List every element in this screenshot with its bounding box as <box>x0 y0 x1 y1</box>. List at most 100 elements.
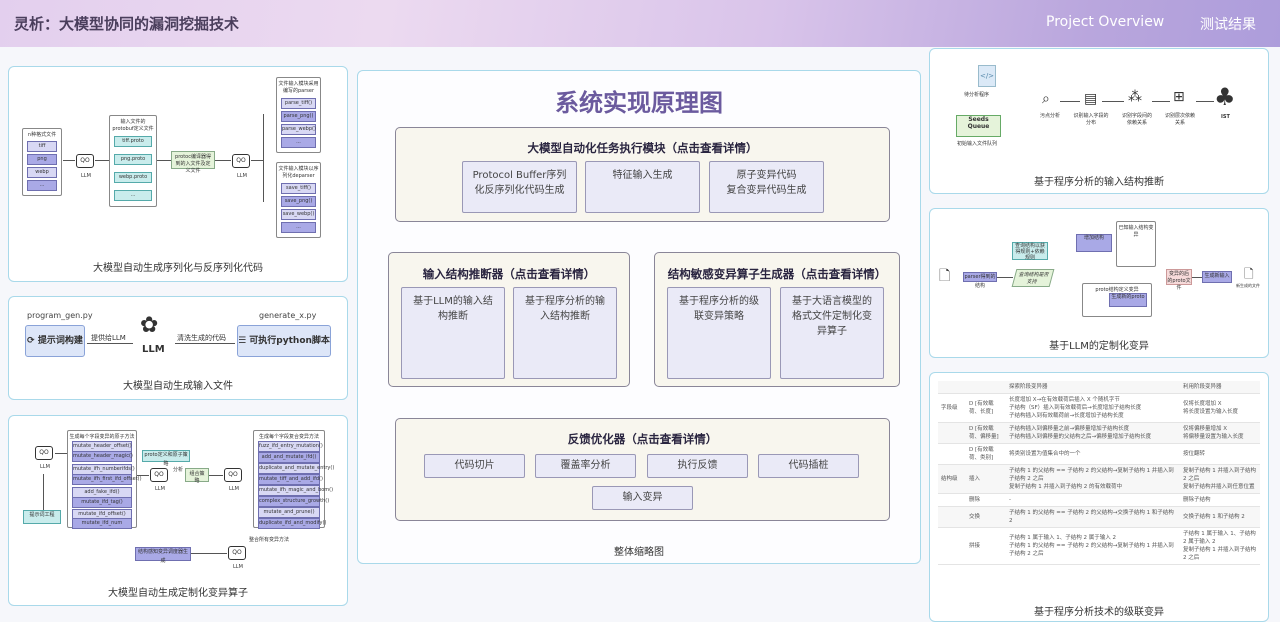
known-structure-group: 已知输入结构变异 <box>1116 221 1156 267</box>
table-row: D [有效载荷、类别]将类别设置为值集合中的一个按位翻转 <box>938 443 1260 465</box>
nav-test-results[interactable]: 测试结果 <box>1200 17 1256 33</box>
prompt-build-box: ⟳ 提示词构建 <box>25 325 85 357</box>
sub-item[interactable]: Protocol Buffer序列化反序列化代码生成 <box>462 161 577 213</box>
sub-item[interactable]: 基于LLM的输入结构推断 <box>401 287 505 379</box>
sub-item[interactable]: 覆盖率分析 <box>535 454 636 478</box>
sub-item[interactable]: 执行反馈 <box>647 454 748 478</box>
sub-item[interactable]: 特征输入生成 <box>585 161 700 213</box>
cell <box>938 381 966 394</box>
box: mutate_ifh_magic_and_bom() <box>258 485 333 496</box>
label: IST <box>1221 114 1230 120</box>
cell: D [有效载荷、长度] <box>966 393 1006 423</box>
label: 识别输入字段的分布 <box>1073 113 1109 126</box>
proto-def-box: proto定义和原子策略 <box>142 450 190 467</box>
box: ... <box>281 222 316 233</box>
cell: 利用阶段变异器 <box>1180 381 1260 394</box>
cell: 拼接 <box>966 527 1006 565</box>
cell: 仅将偏移量增加 X 将偏移量设置为输入长度 <box>1180 422 1260 444</box>
cell: 子结构 1 属于输入 1、子结构 2 属于输入 2 复制子结构 1 并插入到子结… <box>1180 527 1260 565</box>
sub-item[interactable]: 原子变异代码 复合变异代码生成 <box>709 161 824 213</box>
label: proto结构定义变异 <box>1095 287 1139 293</box>
llm-icon: QO <box>35 446 53 460</box>
proto-group: 输入文件的protobuf定义文件 tiff.proto png.proto w… <box>109 115 157 207</box>
proto-mutation-group: proto结构定义变异 生成新的proto <box>1082 283 1152 317</box>
mutator-card[interactable]: QO LLM 提示词工程 生成每个字段变异的原子方法 mutate_header… <box>8 415 348 606</box>
infer-card[interactable]: </> 待分析程序 Seeds Queue 初始输入文件队列 ⌕ 污点分析 ▤ … <box>929 48 1269 194</box>
cell: 复制子结构 1 并插入到子结构 2 之后 复制子结构并插入到任意位置 <box>1180 464 1260 494</box>
module-title: 输入结构推断器（点击查看详情） <box>422 267 596 281</box>
sub-item[interactable]: 代码插桩 <box>758 454 859 478</box>
protoc-box: protoc编译器得到的入文件及定义文件 <box>171 151 215 174</box>
label: 输入文件的protobuf定义文件 <box>112 119 154 132</box>
card-caption: 基于LLM的定制化变异 <box>1049 341 1149 352</box>
label: 新生成的文件 <box>1236 283 1260 288</box>
card-caption: 大模型自动生成定制化变异算子 <box>108 588 248 599</box>
node: 变异的后的proto文件 <box>1166 269 1192 291</box>
box: parse_png() <box>281 111 316 122</box>
llm-mutation-card[interactable]: 🗋 parser得到的结构 查询结构以获得规则+依赖规则 查询结构是否支持 增加… <box>929 208 1269 358</box>
table-header: 探索阶段变异器利用阶段变异器 <box>938 381 1260 394</box>
header: 灵析：大模型协同的漏洞挖掘技术 Project Overview 测试结果 <box>0 0 1280 47</box>
module-feedback-optimizer[interactable]: 反馈优化器（点击查看详情） 代码切片 覆盖率分析 执行反馈 代码插桩 输入变异 <box>395 418 890 521</box>
label: Seeds Queue <box>967 116 990 130</box>
graph-icon: ⁂ <box>1128 89 1142 105</box>
cell: 仅将长度增加 X 将长度设置为输入长度 <box>1180 393 1260 423</box>
atomic-methods-group: 生成每个字段变异的原子方法 mutate_header_offset() mut… <box>67 430 142 529</box>
table-row: 拼接子结构 1 属于输入 1、子结构 2 属于输入 2 子结构 1 的父结构 =… <box>938 527 1260 565</box>
card-caption: 整体缩略图 <box>614 547 664 558</box>
sub-item[interactable]: 基于大语言模型的格式文件定制化变异算子 <box>780 287 884 379</box>
card-caption: 大模型自动生成输入文件 <box>123 381 233 392</box>
cell: 探索阶段变异器 <box>1006 381 1180 394</box>
cell: 字段级 <box>938 393 966 423</box>
serdes-card[interactable]: n种格式文件 tiff png webp ... QO LLM 输入文件的pro… <box>8 66 348 282</box>
box: webp.proto <box>114 172 152 183</box>
nav-project-overview[interactable]: Project Overview <box>1046 14 1165 30</box>
overview-card: 系统实现原理图 大模型自动化任务执行模块（点击查看详情） Protocol Bu… <box>357 70 921 564</box>
sub-item[interactable]: 基于程序分析的级联变异策略 <box>667 287 771 379</box>
cell: 子结构 1 属于输入 1、子结构 2 属于输入 2 子结构 1 的父结构 == … <box>1006 527 1180 565</box>
box: png <box>27 154 57 165</box>
arrow-label: 分析 <box>173 467 184 473</box>
label: 已知输入结构变异 <box>1118 225 1154 238</box>
sub-item[interactable]: 基于程序分析的输入结构推断 <box>513 287 617 379</box>
module-title: 大模型自动化任务执行模块（点击查看详情） <box>527 141 758 155</box>
cell <box>938 527 966 565</box>
node: 查询结构以获得规则+依赖规则 <box>1012 242 1048 261</box>
box: mutate_tiff_and_add_ifd() <box>258 474 323 485</box>
module-task-exec[interactable]: 大模型自动化任务执行模块（点击查看详情） Protocol Buffer序列化反… <box>395 127 890 222</box>
llm-label: LLM <box>81 173 91 179</box>
arrow-label: 整合所有变异方法 <box>249 537 290 543</box>
box: webp <box>27 167 57 178</box>
label: 识别层次依赖关系 <box>1164 113 1195 126</box>
card-caption: 基于程序分析技术的级联变异 <box>1034 607 1164 618</box>
card-caption: 基于程序分析的输入结构推断 <box>1034 177 1164 188</box>
cell: 交换子结构 1 和子结构 2 <box>1180 506 1260 528</box>
module-structure-inference[interactable]: 输入结构推断器（点击查看详情） 基于LLM的输入结构推断 基于程序分析的输入结构… <box>388 252 630 387</box>
cell: 子结构插入到偏移量之前→偏移量增加子结构长度 子结构插入到偏移量的父结构之后→偏… <box>1006 422 1180 444</box>
inputgen-card[interactable]: program_gen.py ⟳ 提示词构建 提供给LLM ✿ LLM 清洗生成… <box>8 296 348 400</box>
box: mutate_ifd_tag() <box>72 497 132 508</box>
sub-item[interactable]: 输入变异 <box>592 486 693 510</box>
cell: 按位翻转 <box>1180 443 1260 465</box>
node: 生成新的proto <box>1109 293 1147 307</box>
page-title: 系统实现原理图 <box>555 89 723 117</box>
llm-label: LLM <box>229 486 239 492</box>
cell: - <box>1006 493 1180 507</box>
node: 增加结构 <box>1076 234 1112 252</box>
llm-label: LLM <box>142 344 165 355</box>
module-mutator-generator[interactable]: 结构敏感变异算子生成器（点击查看详情） 基于程序分析的级联变异策略 基于大语言模… <box>654 252 900 387</box>
sub-item[interactable]: 代码切片 <box>424 454 525 478</box>
label: 生成每个字段复合变异方法 <box>258 434 319 440</box>
card-caption: 大模型自动生成序列化与反序列化代码 <box>93 263 263 274</box>
box: tiff <box>27 141 57 152</box>
openai-logo-icon: ✿ <box>140 313 159 338</box>
box: complex_structure_growth() <box>258 496 329 507</box>
box: save_tiff() <box>281 183 316 194</box>
box: save_png() <box>281 196 316 207</box>
box: fuzz_ifd_entry_mutation() <box>258 441 323 452</box>
box: png.proto <box>114 154 152 165</box>
table-row: 结构级插入子结构 1 的父结构 == 子结构 2 的父结构→复制子结构 1 并插… <box>938 464 1260 494</box>
label: n种格式文件 <box>27 132 57 138</box>
cell: 插入 <box>966 464 1006 494</box>
